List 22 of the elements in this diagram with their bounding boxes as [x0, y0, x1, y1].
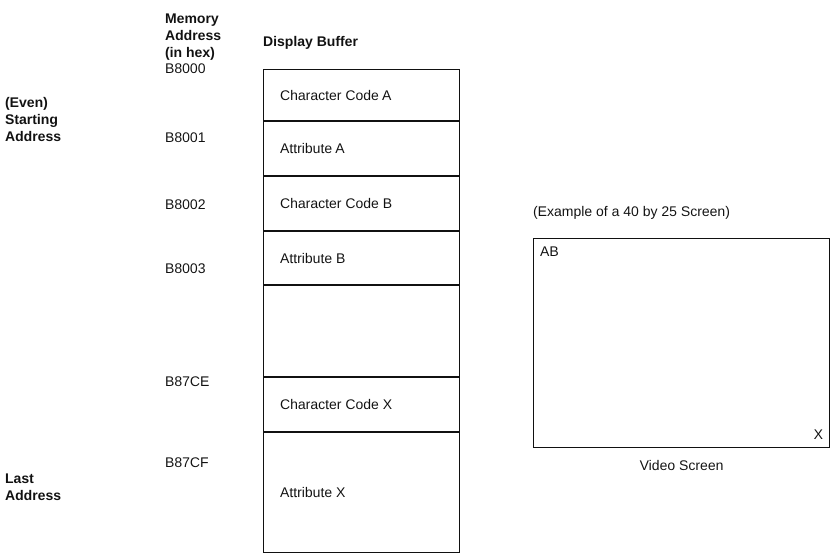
address-label: B8002 [165, 196, 206, 213]
address-label: B87CE [165, 373, 210, 390]
node-label: (Example of a 40 by 25 Screen) [533, 203, 730, 220]
buffer-cell: Attribute B [263, 230, 460, 284]
address-label: B87CF [165, 454, 209, 471]
buffer-cell: Character Code A [263, 68, 460, 120]
buffer-cell: Attribute A [263, 120, 460, 176]
column-heading: Display Buffer [263, 33, 358, 50]
address-label: B8000 [165, 60, 206, 77]
side-label: Last Address [5, 470, 62, 504]
buffer-cell: Character Code X [263, 376, 460, 432]
column-heading: Memory Address (in hex) [165, 10, 222, 61]
node-label: Video Screen [638, 457, 724, 474]
buffer-cell: Character Code B [263, 176, 460, 230]
side-label: (Even) Starting Address [5, 94, 62, 145]
buffer-cell: Attribute X [263, 432, 460, 552]
screen-text: X [814, 426, 823, 443]
screen-frame [533, 238, 830, 448]
empty-buffer-cell [263, 284, 460, 376]
address-label: B8001 [165, 129, 206, 146]
screen-text: AB [540, 243, 559, 260]
address-label: B8003 [165, 260, 206, 277]
